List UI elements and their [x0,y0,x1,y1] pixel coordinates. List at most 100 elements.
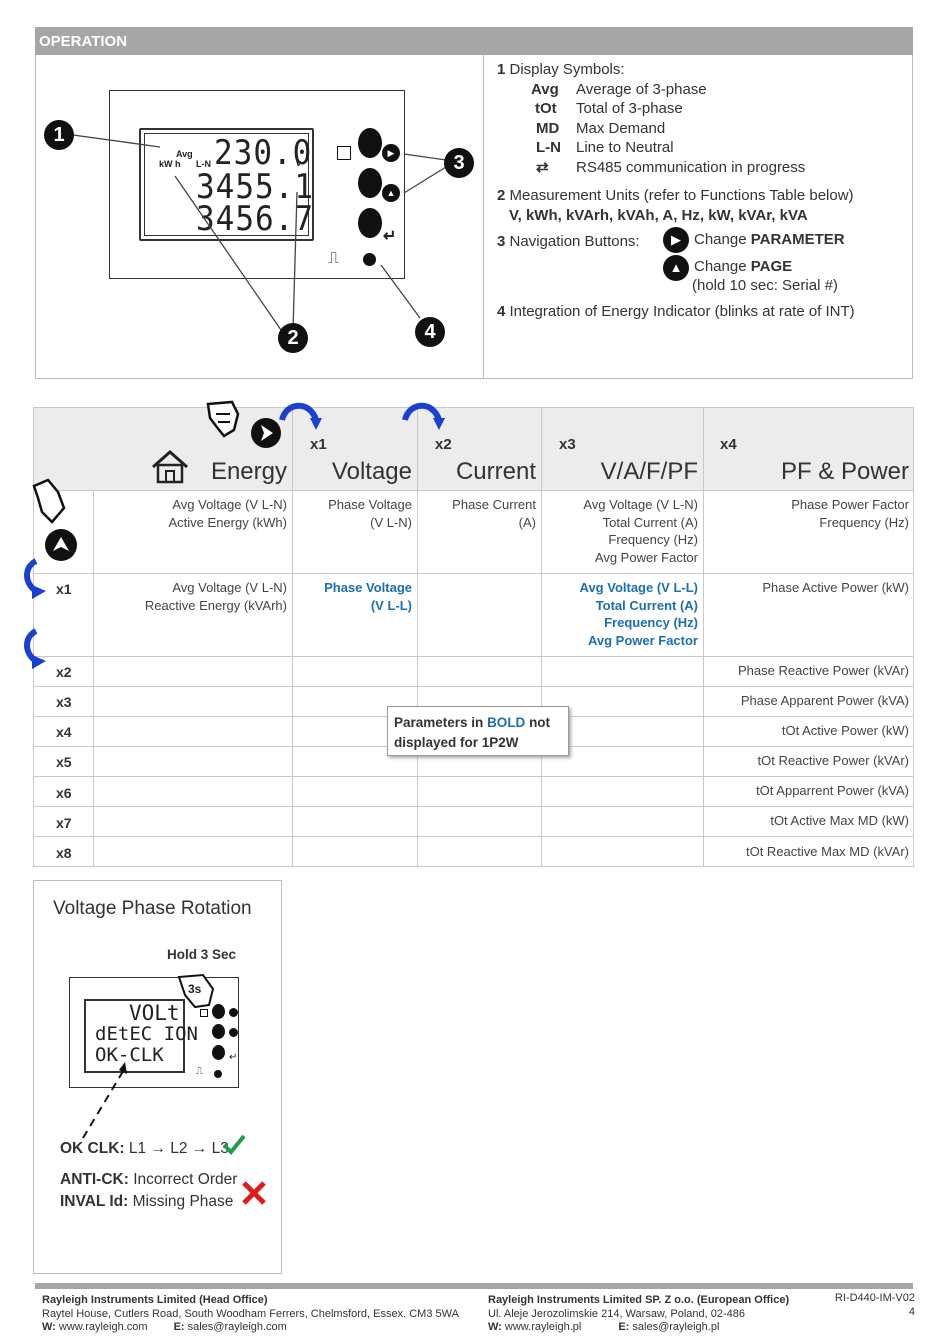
rotation-lcd-line-1: VOLt [129,1001,180,1025]
column-energy-title: Energy [210,458,287,485]
footer-middle: Rayleigh Instruments Limited SP. Z o.o. … [488,1294,789,1335]
lcd-line-1: 230.0 [214,133,313,173]
nav-parameter-prefix: Change [694,231,751,248]
footer-mid-web[interactable]: www.rayleigh.pl [504,1321,582,1333]
ok-clk-text: L1 → L2 → L3 [128,1140,229,1157]
footer-mid-company: Rayleigh Instruments Limited SP. Z o.o. … [488,1294,790,1306]
inval-line: INVAL Id: Missing Phase [60,1193,233,1211]
lcd-v-label: v [296,158,302,168]
function-table-header [33,407,914,491]
table-divider [33,836,914,837]
hold-label: Hold 3 Sec [167,947,237,962]
cell-r1-voltage: Phase Voltage (V L-L) [324,580,412,613]
item4-number: 4 [497,303,506,320]
nav-page-hold-note: (hold 10 sec: Serial #) [692,277,838,294]
small-enter-icon: ↵ [229,1052,238,1063]
table-divider [703,407,704,867]
cell-r2-pfpower: Phase Reactive Power (kVAr) [738,663,909,678]
page-symbol-small-icon [200,1009,208,1017]
meter-button-bottom[interactable] [358,208,382,238]
operation-divider [483,55,484,379]
meter-button-top[interactable] [358,128,382,158]
note-prefix: Parameters in [394,715,488,730]
hand-timer-label: 3s [188,982,202,996]
check-icon [222,1134,246,1155]
table-divider [33,806,914,807]
meter-lcd-screen [144,133,309,236]
rotation-lcd-line-3: OK-CLK [95,1044,164,1066]
item2-number: 2 [497,187,506,204]
hold-hand-icon [177,973,215,1009]
pulse-icon: ⎍ [328,250,340,267]
meter-lcd-frame [139,128,314,241]
rotation-button-bottom[interactable] [212,1045,225,1060]
callout-2: 2 [278,323,308,353]
callout-1: 1 [44,120,74,150]
symbol-avg-desc: Average of 3-phase [576,80,707,98]
operation-panel [35,55,913,379]
rs485-icon: ⇄ [536,158,549,176]
note-suffix: not displayed for 1P2W [394,715,551,750]
meter-illustration [109,90,405,279]
lcd-kwh-label: kW h [159,159,181,169]
footer-mid-email[interactable]: sales@rayleigh.pl [632,1321,720,1333]
small-indicator-led [214,1070,222,1078]
footer-mid-address: Ul. Aleje Jerozolimskie 214, Warsaw, Pol… [488,1307,745,1320]
parameter-nav-icon: ▶ [663,227,689,253]
document-code: RI-D440-IM-V02 [834,1292,915,1304]
anti-ck-label: ANTI-CK: [60,1171,129,1188]
rotation-button-middle[interactable] [212,1024,225,1039]
callout-3: 3 [444,148,474,178]
column-x4-label: x4 [720,436,737,453]
meter-button-middle[interactable] [358,168,382,198]
column-pf-power-title: PF & Power [780,458,909,485]
footer-left-email[interactable]: sales@rayleigh.com [187,1321,287,1333]
item3-title: Navigation Buttons: [509,233,640,250]
rotation-button-top[interactable] [212,1004,225,1019]
footer-left-web-label: W: [42,1321,56,1333]
nav-parameter-text: Change PARAMETER [694,231,845,248]
footer-right: RI-D440-IM-V02 4 [800,1292,915,1319]
rotation-lcd [84,999,185,1073]
cell-r0-energy: Avg Voltage (V L-N) Active Energy (kWh) [168,497,287,530]
small-page-icon [229,1028,238,1037]
small-pulse-icon: ⎍ [196,1066,203,1077]
cell-r1-pfpower: Phase Active Power (kW) [762,580,909,595]
row-label-x4: x4 [56,724,72,740]
symbol-ln-desc: Line to Neutral [576,139,674,156]
page-nav-icon: ▲ [663,255,689,281]
table-divider [93,491,94,867]
footer-left: Rayleigh Instruments Limited (Head Offic… [42,1294,459,1335]
column-x1-label: x1 [310,436,327,453]
phase-rotation-title: Voltage Phase Rotation [53,898,252,919]
item1-number: 1 [497,61,506,78]
cell-r5-pfpower: tOt Reactive Power (kVAr) [757,753,909,768]
page-arrow-icon: ▲ [382,184,400,202]
row-label-x1: x1 [56,581,72,597]
cross-icon [242,1181,266,1205]
column-voltage-title: Voltage [331,458,412,485]
symbol-tot: tOt [535,100,557,117]
page-symbol-icon [337,146,351,160]
row-label-x2: x2 [56,664,72,680]
item2-title: Measurement Units (refer to Functions Ta… [509,187,854,204]
inval-text: Missing Phase [132,1193,234,1210]
column-x3-label: x3 [559,436,576,453]
item2-units: V, kWh, kVArh, kVAh, A, Hz, kW, kVAr, kV… [509,206,808,224]
symbol-avg: Avg [531,80,559,98]
table-divider [33,776,914,777]
footer-mid-web-label: W: [488,1321,502,1333]
pointing-hand-icon [206,400,281,448]
row-down-arrows [24,558,46,669]
energy-indicator-led [363,253,376,266]
footer-left-web[interactable]: www.rayleigh.com [58,1321,148,1333]
enter-icon: ↵ [383,228,397,245]
cell-r1-vafpf: Avg Voltage (V L-L) Total Current (A) Fr… [579,580,698,648]
row-label-x3: x3 [56,694,72,710]
row-label-x8: x8 [56,845,72,861]
nav-page-bold: PAGE [750,258,793,275]
lcd-ln-label: L-N [196,159,211,169]
symbol-md-desc: Max Demand [576,119,666,137]
parameter-arrow-icon: ▶ [382,144,400,162]
